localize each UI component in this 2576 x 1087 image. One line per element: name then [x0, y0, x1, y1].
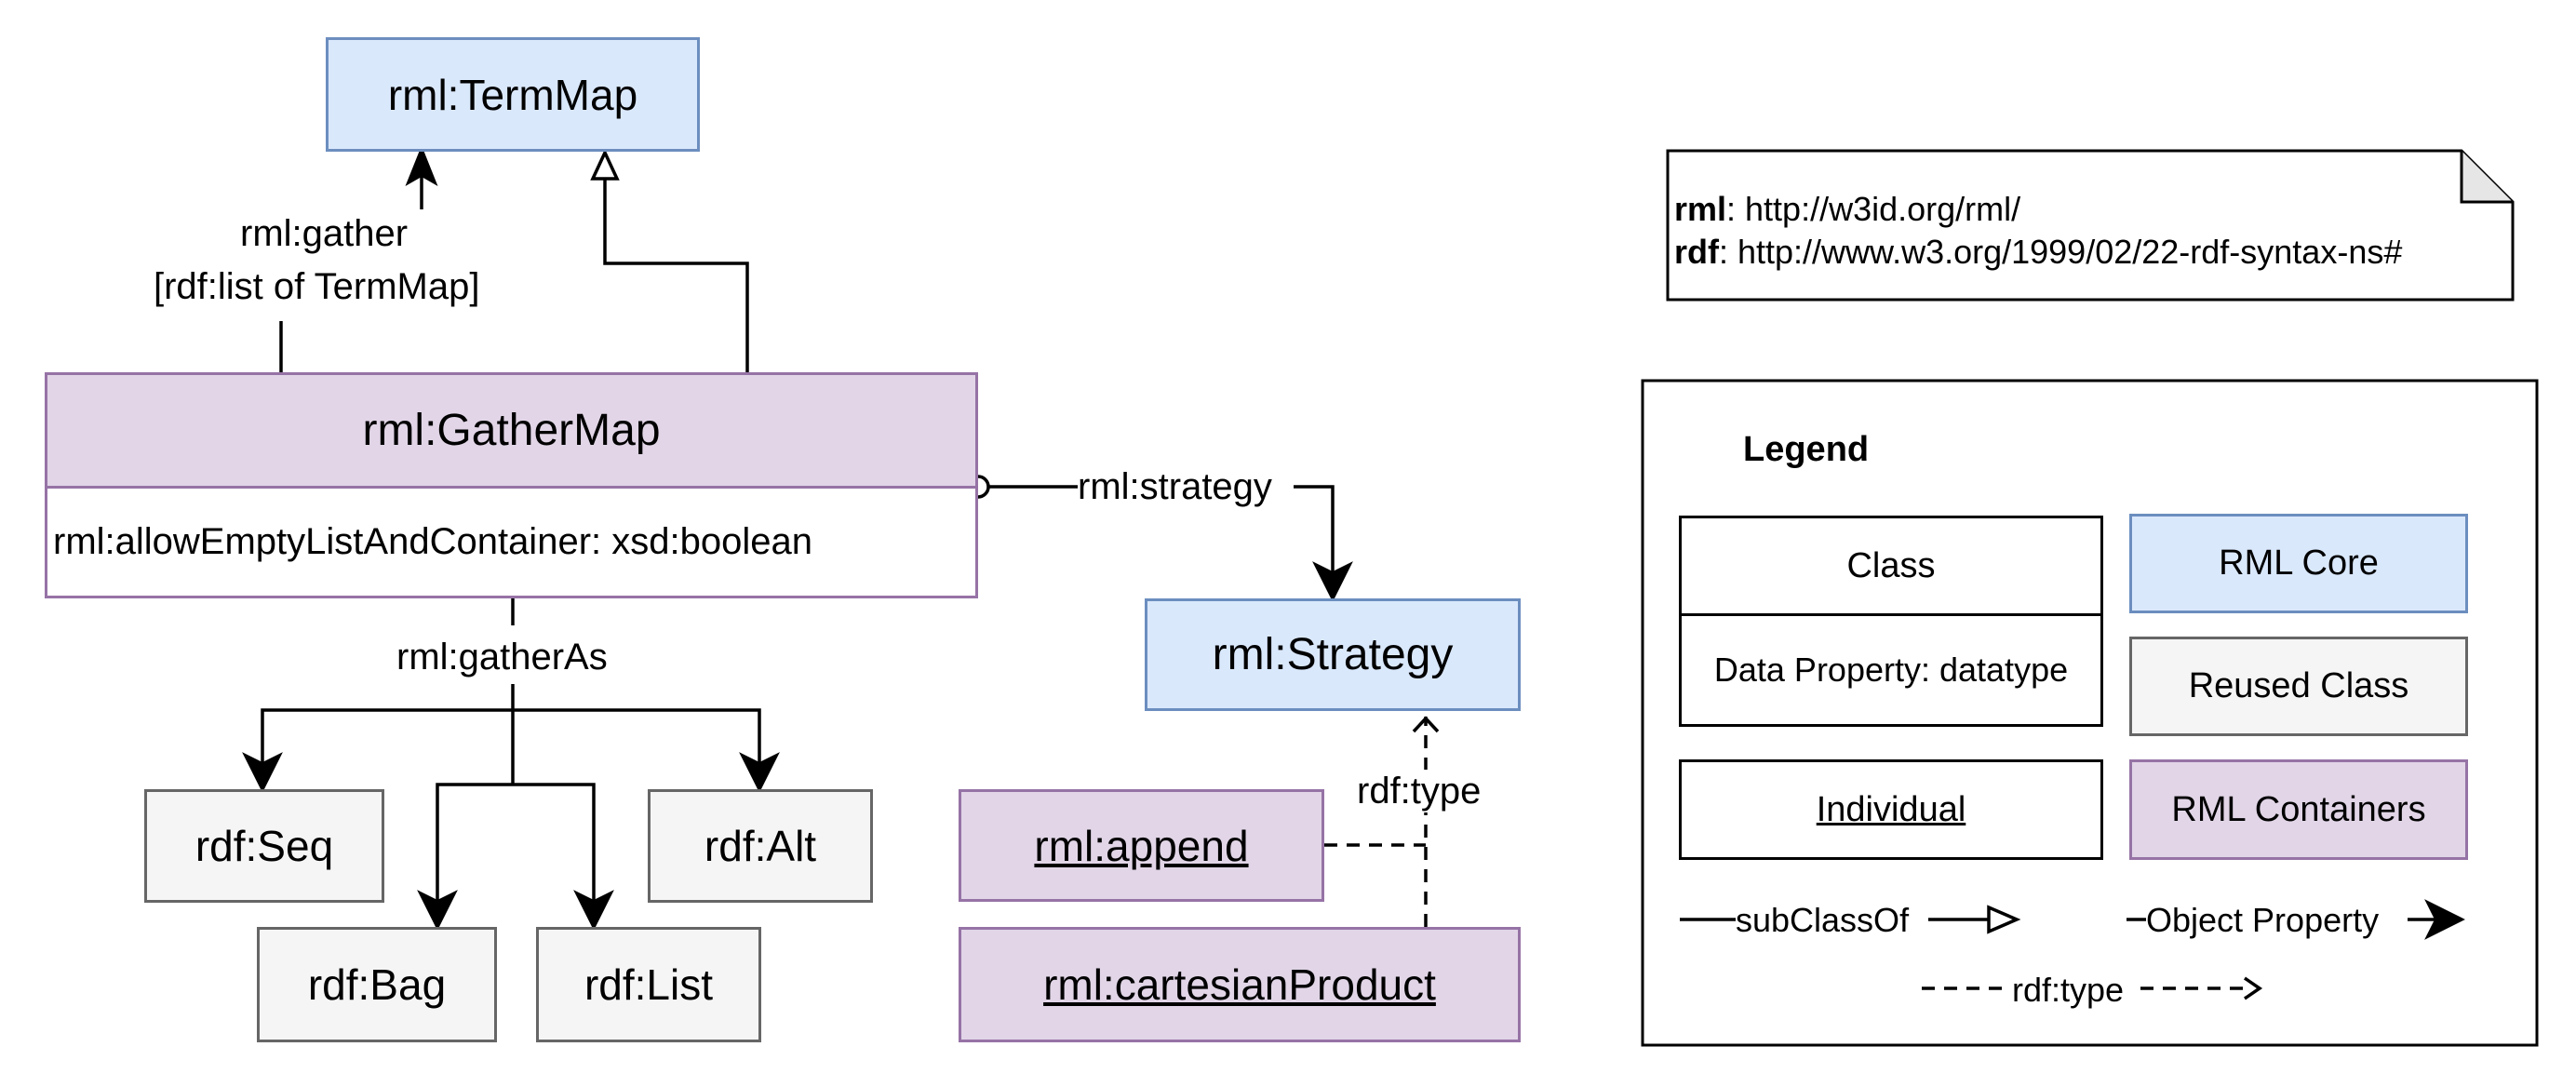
label-gather-range: [rdf:list of TermMap]	[154, 265, 480, 308]
legend-rml-containers: RML Containers	[2129, 759, 2468, 860]
legend-title: Legend	[1743, 430, 1870, 471]
gather-map-attribute[interactable]: rml:allowEmptyListAndContainer: xsd:bool…	[45, 486, 978, 598]
class-term-map[interactable]: rml:TermMap	[326, 37, 700, 152]
individual-cartesian-product[interactable]: rml:cartesianProduct	[959, 927, 1521, 1042]
legend-rdf-type-sample	[1922, 976, 2263, 1000]
legend-object-property-label: Object Property	[2146, 901, 2380, 940]
class-rdf-alt[interactable]: rdf:Alt	[648, 789, 873, 903]
label-strategy: rml:strategy	[1078, 465, 1272, 508]
subclass-edge	[590, 148, 749, 372]
gather-edge	[279, 145, 438, 372]
namespace-note-shape	[1666, 149, 2515, 302]
class-gather-map[interactable]: rml:GatherMap	[45, 372, 978, 489]
rdf-type-arrowhead	[1412, 716, 1440, 733]
legend-frame	[1641, 379, 2539, 1047]
legend-subclass-label: subClassOf	[1736, 901, 1910, 940]
class-strategy[interactable]: rml:Strategy	[1145, 598, 1521, 711]
namespace-rdf-prefix: rdf	[1674, 233, 1719, 271]
namespace-rml: rml: http://w3id.org/rml/	[1674, 190, 2020, 228]
legend-class: Class	[1679, 516, 2103, 616]
legend-data-property: Data Property: datatype	[1679, 613, 2103, 727]
legend-rml-core: RML Core	[2129, 514, 2468, 613]
namespace-rdf-uri: : http://www.w3.org/1999/02/22-rdf-synta…	[1719, 233, 2403, 271]
legend-individual: Individual	[1679, 759, 2103, 860]
namespace-rml-prefix: rml	[1674, 190, 1727, 228]
class-rdf-bag[interactable]: rdf:Bag	[257, 927, 497, 1042]
namespace-rml-uri: : http://w3id.org/rml/	[1726, 190, 2021, 228]
strategy-edge	[966, 475, 1353, 602]
label-gather: rml:gather	[240, 212, 409, 255]
class-rdf-list[interactable]: rdf:List	[536, 927, 761, 1042]
legend-object-property-sample	[2127, 899, 2465, 940]
class-rdf-seq[interactable]: rdf:Seq	[144, 789, 384, 903]
label-rdf-type: rdf:type	[1357, 770, 1482, 812]
label-gather-as: rml:gatherAs	[396, 636, 608, 678]
legend-rdf-type-label: rdf:type	[2012, 971, 2125, 1010]
legend-reused-class: Reused Class	[2129, 637, 2468, 736]
legend-subclass-sample	[1680, 905, 2021, 934]
gather-as-edges	[242, 598, 780, 931]
namespace-rdf: rdf: http://www.w3.org/1999/02/22-rdf-sy…	[1674, 233, 2402, 271]
individual-append[interactable]: rml:append	[959, 789, 1324, 902]
rdf-type-edges	[1324, 717, 1428, 927]
